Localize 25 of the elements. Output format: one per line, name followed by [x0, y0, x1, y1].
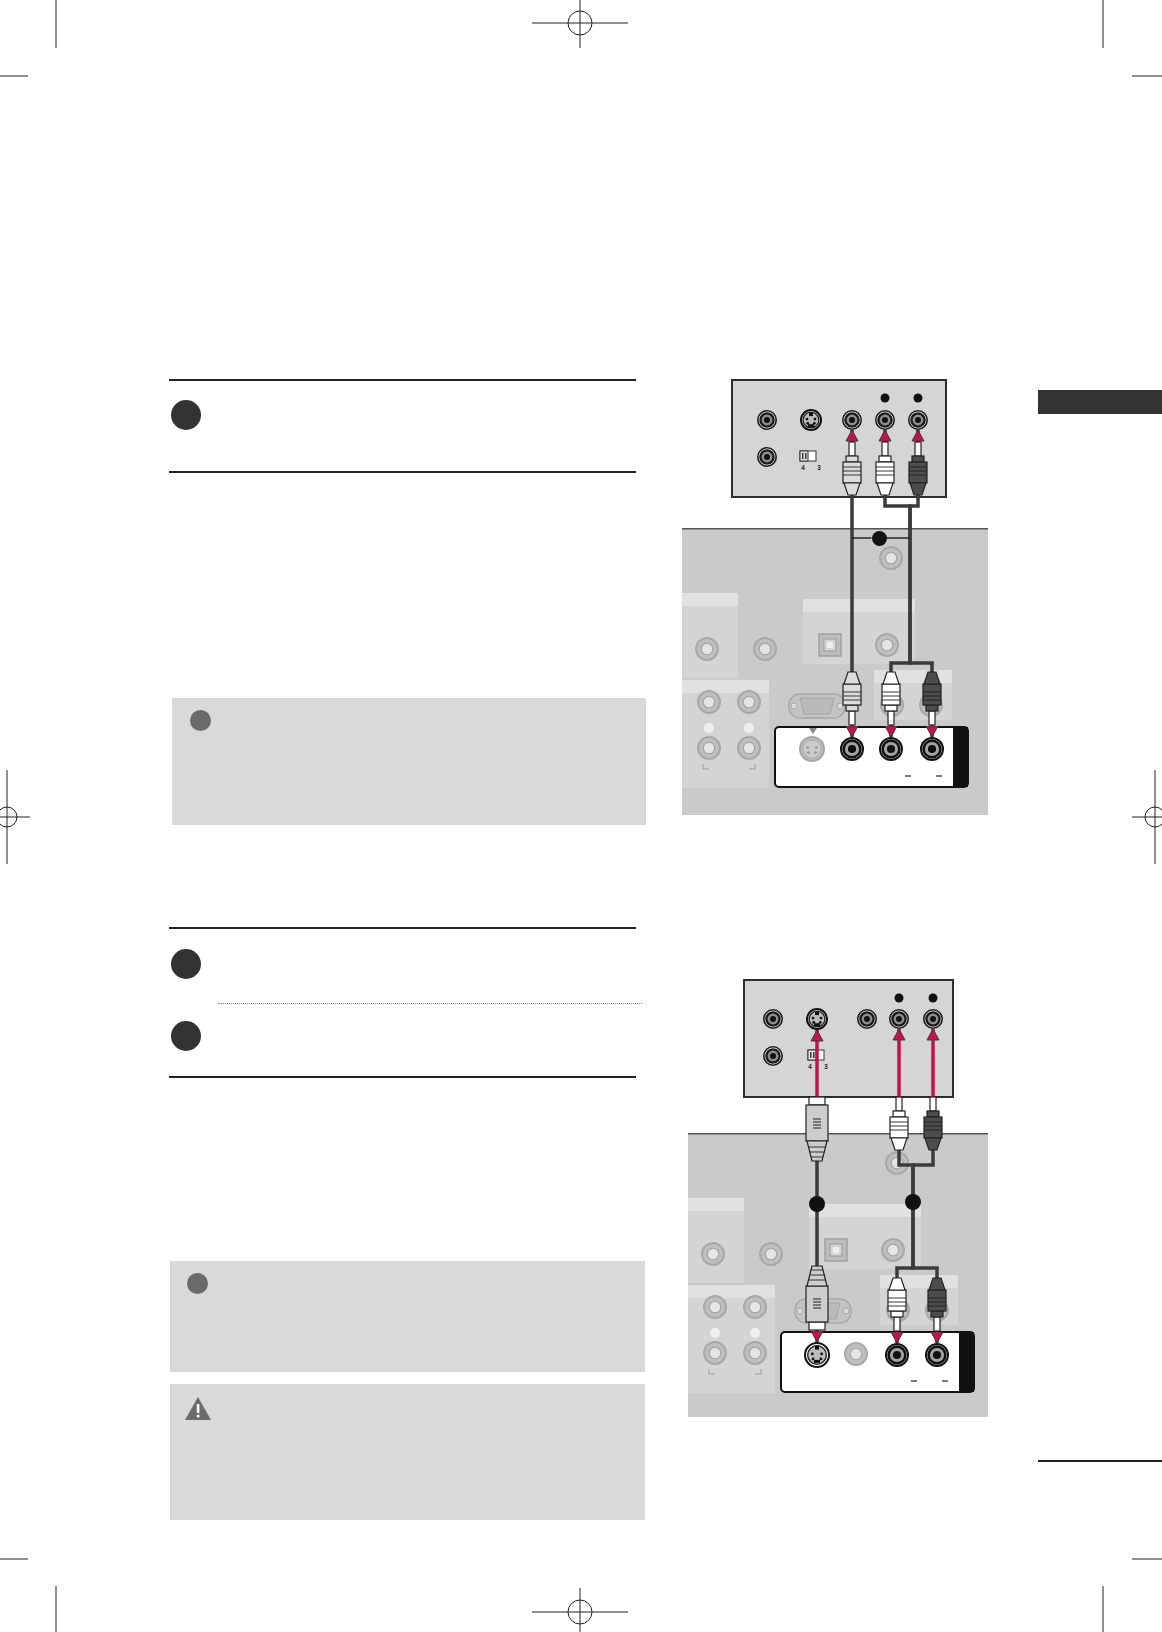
rca-jack — [757, 410, 777, 430]
rca-jack — [842, 410, 862, 430]
note-box — [170, 1261, 645, 1372]
cable — [911, 1028, 944, 1344]
tv-back-panel — [688, 1133, 988, 1417]
rca-jack — [757, 447, 777, 467]
s-video-jack — [806, 1008, 828, 1030]
section-tab — [1038, 390, 1162, 414]
cable — [845, 429, 859, 738]
leader-line — [885, 537, 911, 539]
s-video-jack — [800, 409, 822, 431]
device-panel — [743, 979, 954, 1098]
rca-jack — [923, 1009, 943, 1029]
tv-back-panel — [682, 528, 988, 815]
rca-jack — [889, 1009, 909, 1029]
note-box — [172, 698, 646, 825]
callout-dot — [871, 530, 887, 546]
rca-jack — [875, 410, 895, 430]
rca-jack — [763, 1009, 783, 1029]
leader-line — [851, 537, 873, 539]
rca-jack — [763, 1046, 783, 1066]
rca-jack — [857, 1009, 877, 1029]
cable — [908, 429, 939, 738]
warning-box — [170, 1384, 645, 1520]
rca-jack — [908, 410, 928, 430]
